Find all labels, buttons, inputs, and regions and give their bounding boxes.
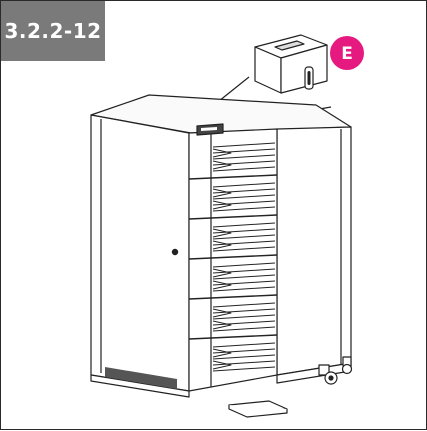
figure-label: 3.2.2-12: [1, 1, 105, 61]
door-handle: [171, 248, 179, 256]
caster-wheel: [318, 356, 353, 385]
callout-letter: E: [341, 44, 353, 64]
module-slots: [188, 142, 278, 372]
vent-grille: [105, 367, 177, 389]
callout-badge: E: [330, 36, 364, 70]
detail-magnifier: [188, 34, 332, 128]
